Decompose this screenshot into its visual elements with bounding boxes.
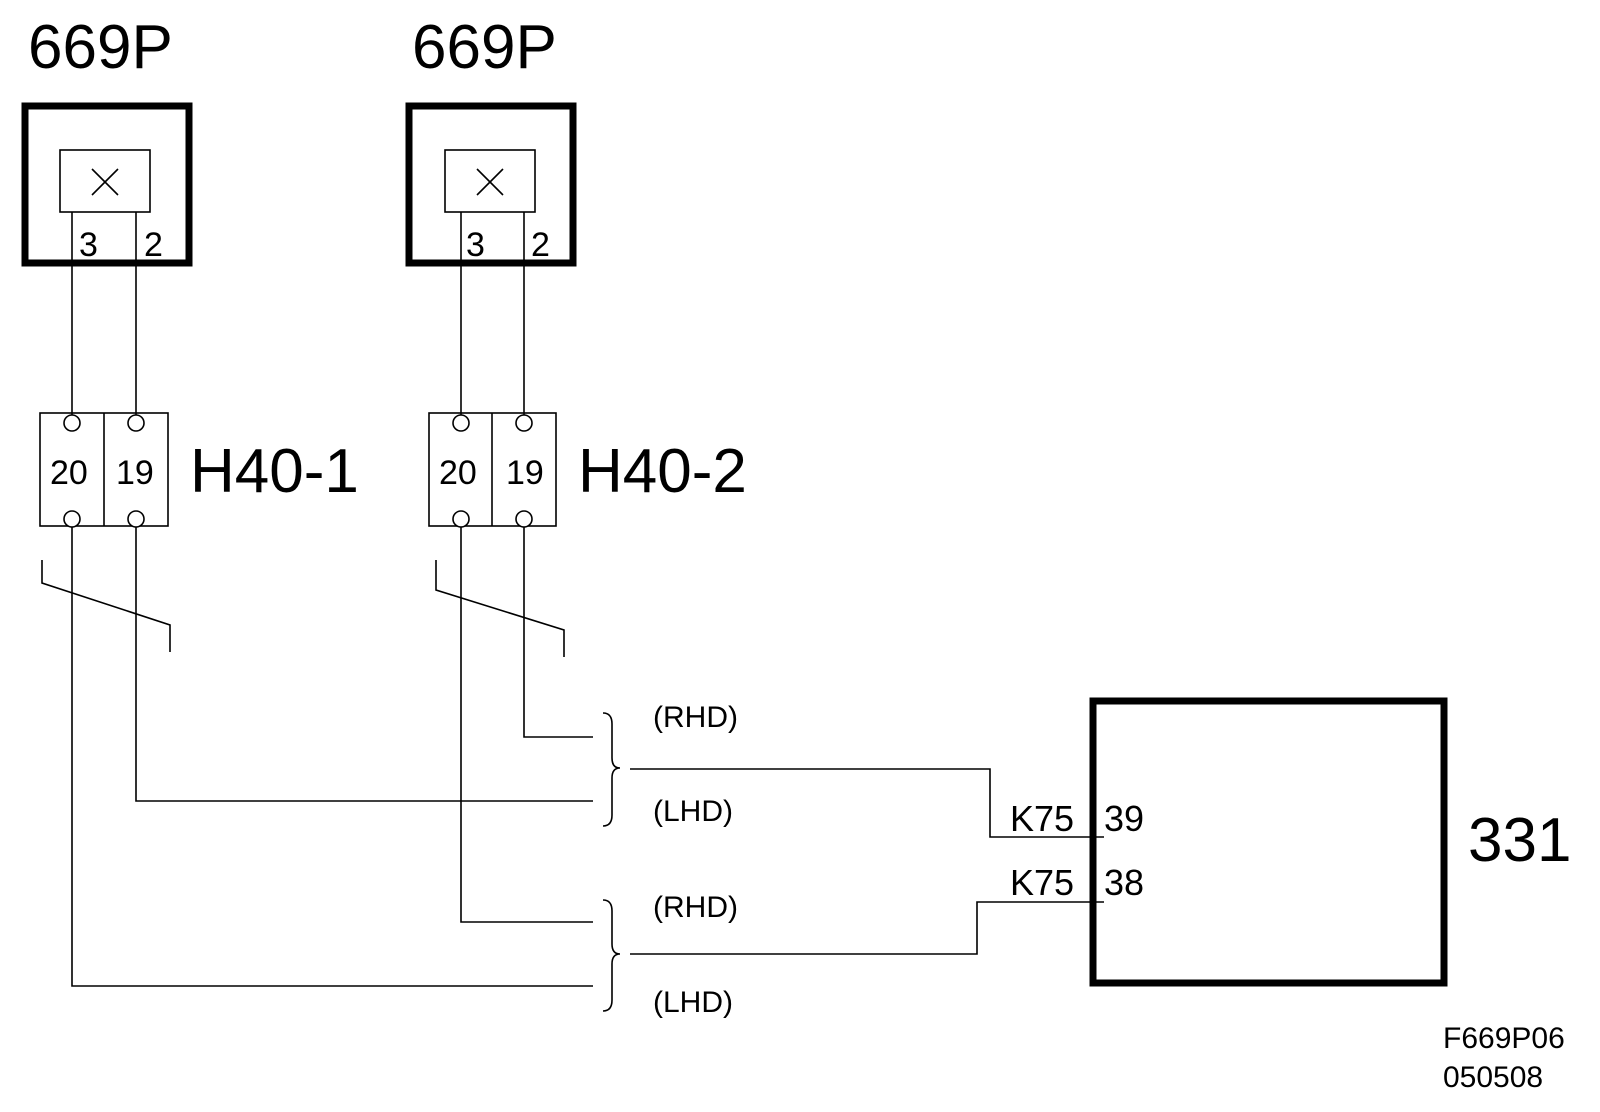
terminal-icon (515, 510, 533, 528)
module-label: 669P (412, 13, 557, 82)
twisted-pair-marker-1 (41, 560, 171, 652)
brace-icon (602, 899, 621, 1012)
pin-label: 2 (531, 226, 550, 264)
wires-to-control-unit (630, 768, 1104, 955)
pin-label: 39 (1104, 798, 1144, 839)
control-unit-331: 39 38 331 (1089, 697, 1571, 987)
control-unit-box (1089, 697, 1448, 987)
wires-module-to-connector (71, 212, 525, 415)
pin-label: 20 (50, 454, 88, 492)
pin-label: 3 (466, 226, 485, 264)
pin-label: 2 (144, 226, 163, 264)
figure-code: F669P06 (1443, 1022, 1565, 1055)
pin-label: 38 (1104, 862, 1144, 903)
terminal-icon (452, 414, 470, 432)
cross-mark-icon (476, 168, 504, 196)
module-element (444, 149, 536, 213)
pin-label: 20 (439, 454, 477, 492)
connector-h40-1: 20 19 H40-1 (39, 412, 359, 528)
figure-date: 050508 (1443, 1061, 1543, 1094)
terminal-icon (515, 414, 533, 432)
variant-label-rhd: (RHD) (653, 701, 738, 734)
wire (135, 527, 593, 802)
module-box (21, 102, 193, 267)
wires-connector-to-variant (71, 527, 593, 987)
variant-label-lhd: (LHD) (653, 986, 733, 1019)
module-element (59, 149, 151, 213)
twist-marker (41, 560, 171, 652)
pin-label: 19 (116, 454, 154, 492)
module-669p-right: 669P 3 2 (405, 13, 577, 267)
cross-mark-icon (91, 168, 119, 196)
twisted-pair-marker-2 (435, 560, 565, 657)
module-box (405, 102, 577, 267)
module-669p-left: 669P 3 2 (21, 13, 193, 267)
connector-label: H40-1 (190, 437, 359, 506)
brace-upper (602, 712, 621, 827)
wire-label-k75: K75 (1010, 862, 1074, 903)
brace-icon (602, 712, 621, 827)
pin-label: 3 (79, 226, 98, 264)
wire (460, 527, 593, 923)
wire-k75-39 (630, 768, 1104, 838)
pin-label: 19 (506, 454, 544, 492)
twist-marker (435, 560, 565, 657)
wire-label-k75: K75 (1010, 798, 1074, 839)
variant-label-lhd: (LHD) (653, 795, 733, 828)
connector-label: H40-2 (578, 437, 747, 506)
terminal-icon (127, 414, 145, 432)
connector-h40-2: 20 19 H40-2 (428, 412, 747, 528)
figure-reference: F669P06 050508 (1443, 1022, 1565, 1094)
terminal-icon (63, 510, 81, 528)
wire (523, 527, 593, 738)
brace-lower (602, 899, 621, 1012)
wire (71, 527, 593, 987)
terminal-icon (63, 414, 81, 432)
control-unit-label: 331 (1468, 806, 1571, 875)
terminal-icon (127, 510, 145, 528)
module-label: 669P (28, 13, 173, 82)
wire-k75-38 (630, 901, 1104, 955)
variant-label-rhd: (RHD) (653, 891, 738, 924)
terminal-icon (452, 510, 470, 528)
